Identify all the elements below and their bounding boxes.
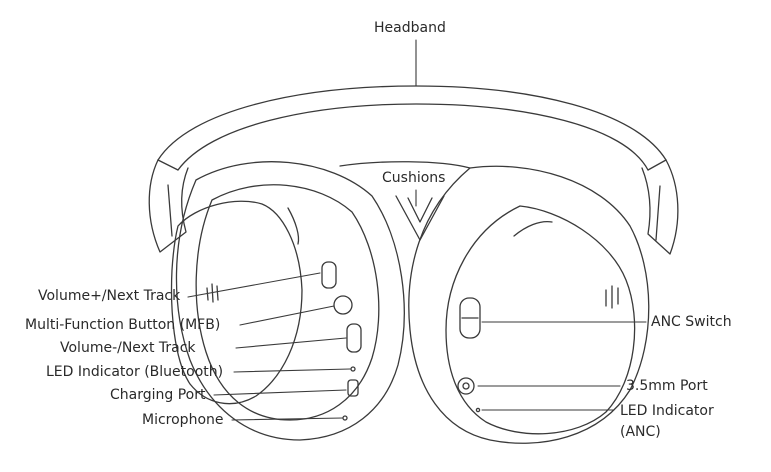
headband-label: Headband: [374, 20, 446, 36]
right-earcup: [408, 165, 650, 444]
cushions-label: Cushions: [382, 170, 446, 186]
cushion-v: [395, 195, 445, 241]
volume-down-button-shape: [346, 323, 362, 353]
mfb-label: Multi-Function Button (MFB): [25, 317, 221, 333]
led-anc-label: LED Indicator (ANC): [620, 403, 714, 440]
led-bluetooth-label: LED Indicator (Bluetooth): [46, 364, 224, 380]
mfb-button-shape: [333, 295, 353, 315]
headband-shape: [157, 85, 667, 171]
led-bluetooth-dot: [350, 366, 356, 372]
leader-lines: [187, 39, 647, 421]
volume-down-label: Volume-/Next Track: [60, 340, 196, 356]
left-slider-arm: [148, 159, 189, 253]
charging-port-shape: [347, 379, 359, 397]
port-35mm-label: 3.5mm Port: [626, 378, 708, 394]
charging-port-label: Charging Port: [110, 387, 206, 403]
back-cup-edge: [339, 161, 471, 169]
volume-up-label: Volume+/Next Track: [38, 288, 181, 304]
anc-switch-label: ANC Switch: [651, 314, 732, 330]
volume-up-button-shape: [321, 261, 337, 289]
left-earcup: [170, 161, 405, 441]
microphone-hole: [342, 415, 348, 421]
microphone-label: Microphone: [142, 412, 224, 428]
right-slider-arm: [641, 159, 679, 255]
